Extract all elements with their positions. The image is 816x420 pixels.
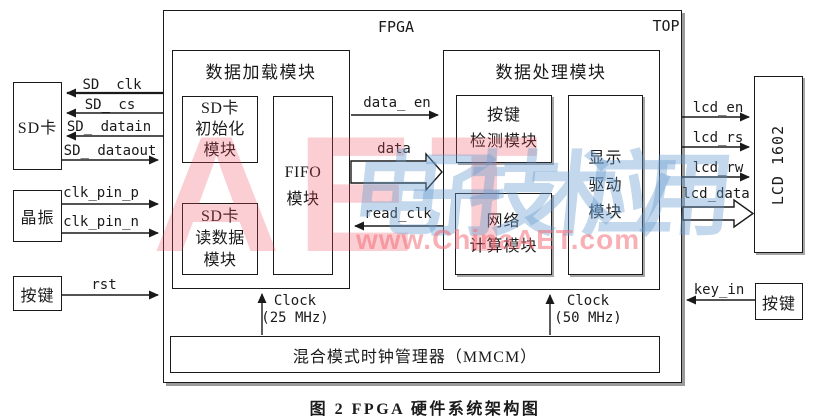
signal-lcd-data: lcd_data — [682, 186, 750, 202]
network-calc-line: 网络 — [486, 213, 521, 230]
key-right-label: 按键 — [761, 295, 796, 313]
sd-init-line: SD卡 — [201, 100, 239, 117]
clock25-label: Clock (25 MHz) — [261, 293, 328, 327]
sd-card-box: SD卡 — [13, 82, 62, 170]
crystal-box: 晶振 — [13, 190, 62, 242]
key-right-box: 按键 — [755, 283, 803, 320]
mmcm-label: 混合模式时钟管理器（MMCM） — [292, 348, 538, 366]
fifo-line: 模块 — [286, 190, 320, 208]
signal-read-clk: read_clk — [364, 206, 432, 222]
mmcm-box: 混合模式时钟管理器（MMCM） — [170, 336, 660, 373]
sd-init-line: 初始化 — [195, 121, 245, 138]
signal-rst: rst — [91, 277, 117, 293]
clock25-line: Clock — [273, 293, 317, 309]
signal-lcd-rs: lcd_rs — [692, 130, 744, 146]
display-drive-line: 模块 — [588, 203, 623, 221]
data-processing-module-box — [443, 50, 660, 290]
sd-init-line: 模块 — [203, 142, 237, 159]
fpga-label: FPGA — [377, 18, 415, 36]
crystal-label: 晶振 — [20, 210, 55, 227]
top-label: TOP — [652, 17, 680, 35]
key-left-label: 按键 — [20, 287, 55, 305]
signal-sd-cs: SD_ cs — [84, 97, 136, 113]
fifo-line: FIFO — [284, 163, 322, 181]
signal-key-in: key_in — [693, 282, 745, 298]
signal-clk-pin-n: clk_pin_n — [63, 214, 139, 230]
network-calc-module-box: 网络 计算模块 — [455, 193, 552, 275]
display-drive-line: 驱动 — [588, 176, 623, 194]
key-detect-line: 按键 — [486, 107, 521, 124]
fifo-module-box: FIFO 模块 — [273, 96, 333, 275]
bus-arrow-lcd-data — [682, 198, 755, 229]
fpga-top-box — [163, 10, 682, 383]
sd-read-line: SD卡 — [201, 208, 239, 225]
signal-sd-clk: SD_ clk — [82, 77, 142, 93]
signal-data: data — [377, 141, 411, 157]
key-left-box: 按键 — [13, 276, 62, 311]
key-detect-line: 检测模块 — [469, 133, 538, 150]
data-loading-module-title: 数据加载模块 — [205, 63, 317, 82]
clock50-line: Clock — [566, 293, 610, 309]
signal-clk-pin-p: clk_pin_p — [63, 185, 139, 201]
lcd-box: LCD 1602 — [754, 76, 803, 253]
data-loading-module-box — [172, 50, 350, 289]
clock50-label: Clock (50 MHz) — [554, 293, 621, 327]
display-drive-module-box: 显示 驱动 模块 — [568, 95, 643, 275]
signal-lcd-rw: lcd_rw — [692, 160, 744, 176]
clock50-line: (50 MHz) — [554, 310, 622, 326]
signal-data-en: data_ en — [363, 95, 431, 111]
network-calc-line: 计算模块 — [469, 238, 538, 255]
key-detect-module-box: 按键 检测模块 — [456, 95, 552, 163]
sd-read-line: 读数据 — [195, 230, 245, 247]
sd-init-module-box: SD卡 初始化 模块 — [182, 96, 258, 163]
bus-arrow-data — [350, 152, 443, 192]
display-drive-line: 显示 — [588, 149, 623, 167]
figure-caption: 图 2 FPGA 硬件系统架构图 — [309, 401, 541, 418]
data-processing-module-title: 数据处理模块 — [495, 63, 607, 82]
signal-sd-datain: SD_ datain — [66, 119, 152, 135]
clock25-line: (25 MHz) — [261, 310, 329, 326]
sd-read-module-box: SD卡 读数据 模块 — [182, 203, 258, 275]
sd-read-line: 模块 — [203, 252, 237, 269]
signal-sd-dataout: SD_ dataout — [63, 143, 157, 159]
sd-card-label: SD卡 — [17, 120, 58, 137]
signal-lcd-en: lcd_en — [692, 100, 744, 116]
